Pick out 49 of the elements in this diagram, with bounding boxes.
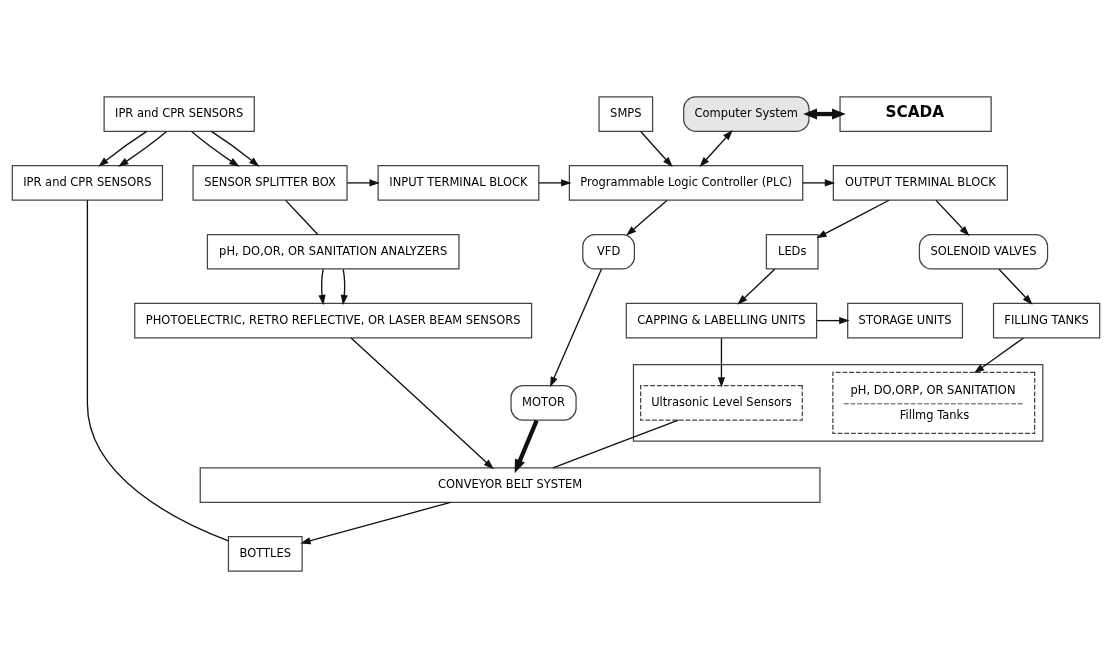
- node-box: Ultrasonic Level Sensors: [640, 384, 803, 421]
- arrow: [803, 108, 846, 119]
- arrow: [816, 199, 890, 238]
- node-box: VFD: [582, 233, 636, 270]
- node-box: CAPPING & LABELLING UNITS: [625, 302, 818, 338]
- node-box: CONVEYOR BELT SYSTEM: [199, 466, 821, 503]
- connector: [284, 199, 319, 235]
- node-box: MOTOR: [510, 384, 577, 421]
- node-box: STORAGE UNITS: [847, 302, 964, 338]
- arrow: [98, 130, 148, 167]
- arrow: [640, 130, 673, 167]
- arrow: [514, 419, 539, 473]
- arrow: [973, 336, 1025, 373]
- node-box: PHOTOELECTRIC, RETRO REFLECTIVE, OR LASER BEAM SENSORS: [134, 302, 533, 338]
- arrow: [816, 316, 850, 324]
- node-box: IPR and CPR SENSORS: [11, 164, 164, 201]
- node-box: INPUT TERMINAL BLOCK: [377, 164, 540, 201]
- arrow: [210, 130, 260, 167]
- arrow: [350, 336, 494, 469]
- arrow: [737, 268, 776, 305]
- arrow: [550, 268, 603, 387]
- connector: [552, 419, 680, 468]
- node-box: SCADA: [839, 95, 992, 132]
- arrow: [538, 178, 572, 186]
- node-box: FILLING TANKS: [992, 302, 1101, 338]
- node-box: SMPS: [598, 95, 654, 132]
- arrow: [190, 130, 240, 167]
- arrow: [118, 130, 168, 167]
- node-box: Programmable Logic Controller (PLC): [568, 164, 804, 201]
- connector: [86, 199, 230, 542]
- node-box: pH, DO,ORP, OR SANITATION Fillmg Tanks: [832, 371, 1036, 434]
- node-box: pH, DO,OR, OR SANITATION ANALYZERS: [206, 233, 460, 270]
- node-box: BOTTLES: [227, 535, 303, 572]
- arrow: [935, 199, 970, 236]
- node-box: LEDs: [765, 233, 819, 270]
- arrow: [699, 129, 733, 167]
- arrow: [318, 268, 326, 305]
- arrow: [346, 178, 380, 186]
- node-box: Computer System: [683, 95, 810, 132]
- arrow: [717, 337, 726, 388]
- arrow: [802, 178, 836, 186]
- arrow: [300, 501, 452, 544]
- arrow: [626, 199, 668, 236]
- node-box: IPR and CPR SENSORS: [103, 95, 255, 132]
- arrow: [340, 268, 348, 305]
- node-box: OUTPUT TERMINAL BLOCK: [832, 164, 1008, 201]
- arrow: [998, 268, 1033, 305]
- node-box: SENSOR SPLITTER BOX: [192, 164, 348, 201]
- node-box: SOLENOID VALVES: [918, 233, 1049, 270]
